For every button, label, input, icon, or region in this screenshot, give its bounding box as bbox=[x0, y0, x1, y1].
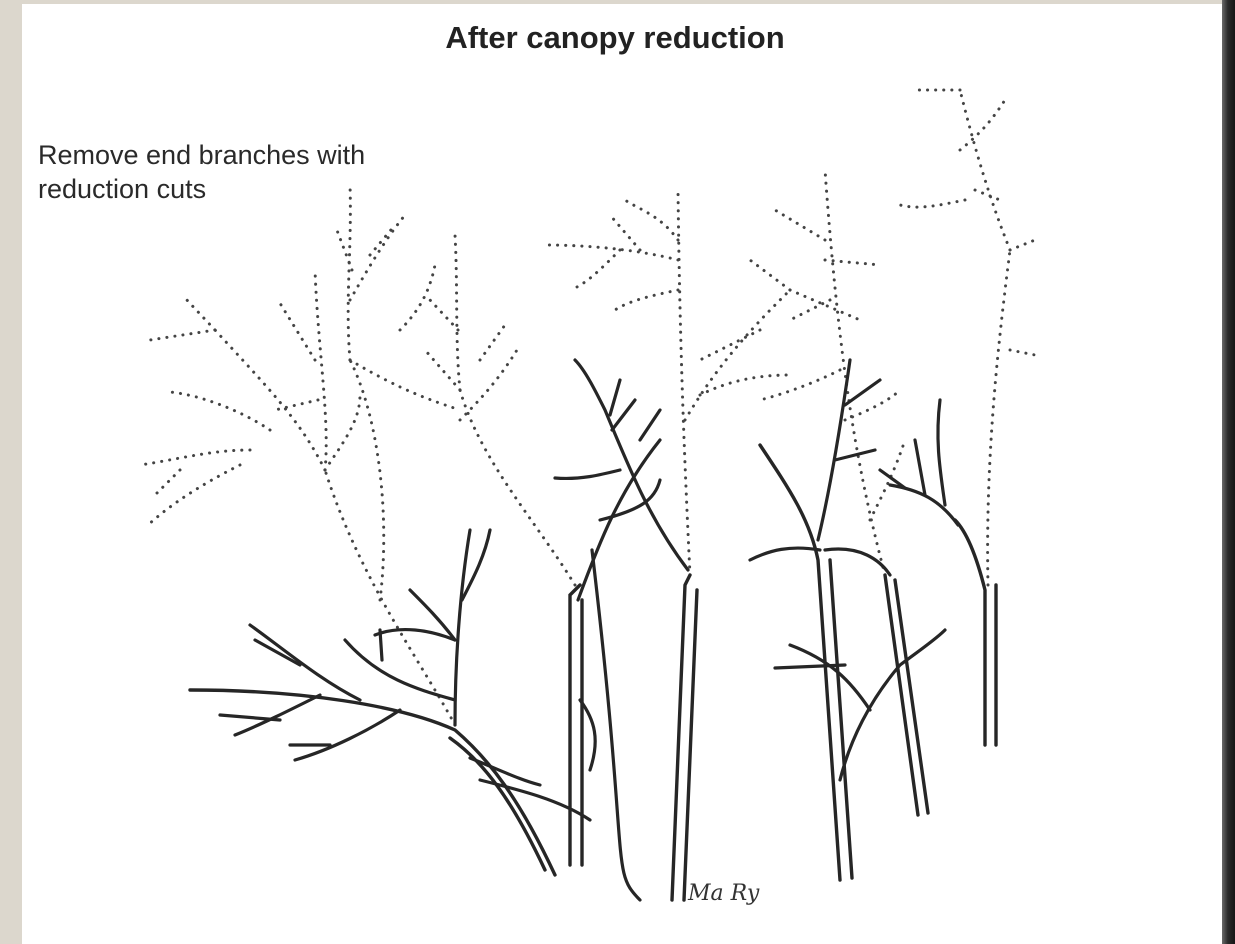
remaining-branches-solid bbox=[190, 360, 996, 900]
artist-signature: Ma Ry bbox=[687, 881, 760, 906]
